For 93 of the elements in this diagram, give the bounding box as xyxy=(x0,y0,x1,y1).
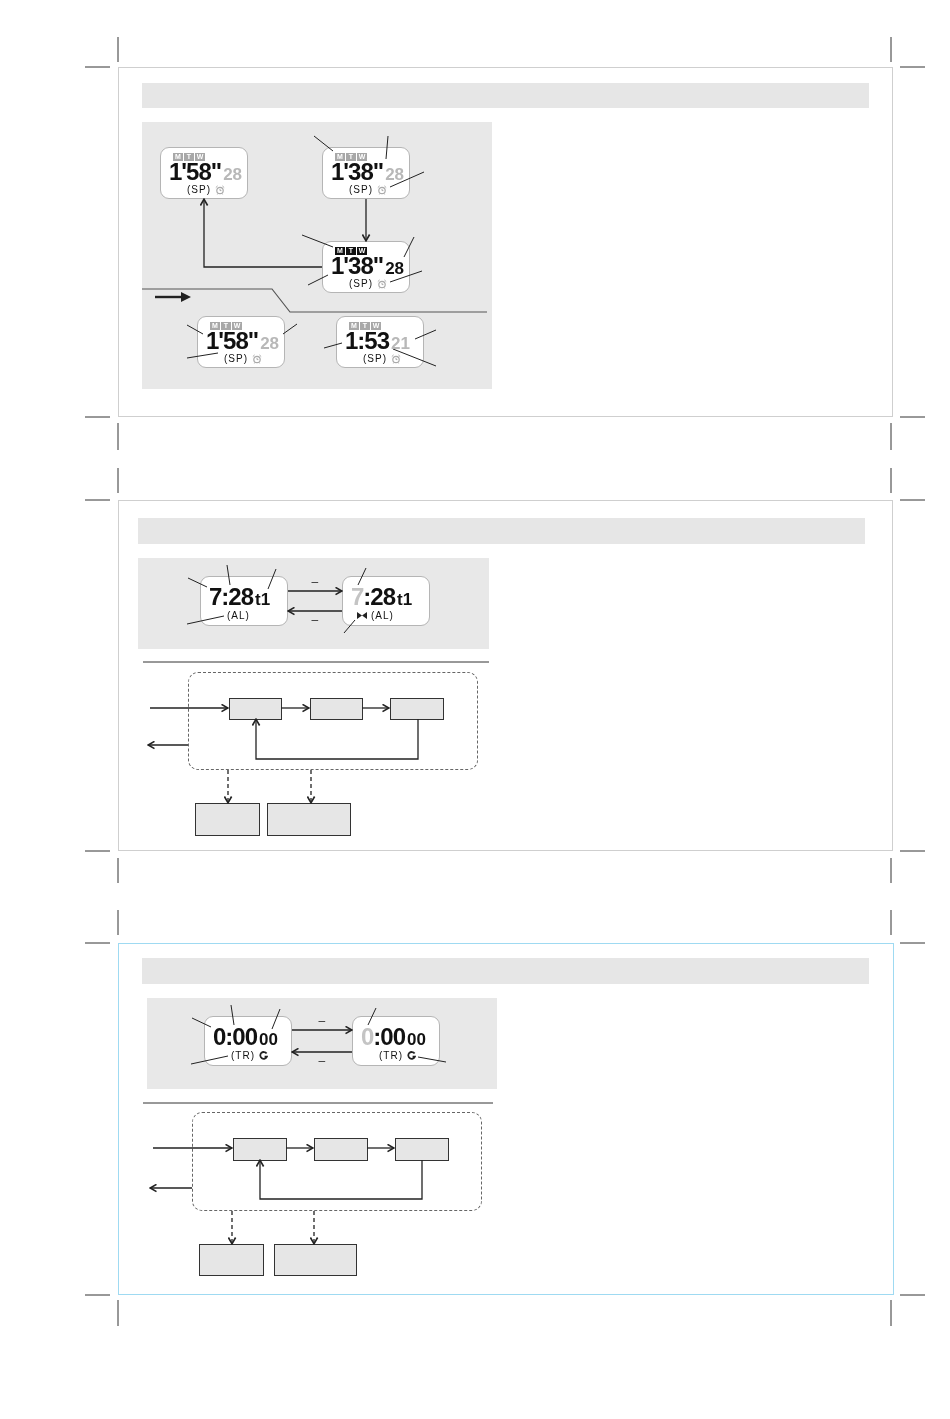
mode-label: (TR) xyxy=(379,1050,403,1061)
process-box xyxy=(233,1138,287,1161)
lcd-display xyxy=(352,1016,440,1066)
process-box xyxy=(229,698,282,720)
mode-label: (SP) xyxy=(349,278,373,289)
lcd-small-digits: 28 xyxy=(223,166,243,183)
arrow xyxy=(291,1025,353,1035)
leader-line xyxy=(282,323,298,335)
arrow xyxy=(285,1143,314,1153)
lcd-digits: 7:28 xyxy=(209,585,254,609)
lcd-display xyxy=(160,147,248,199)
lcd-small-digits: 28 xyxy=(385,260,405,277)
lcd-display xyxy=(342,576,430,626)
mode-label: (AL) xyxy=(227,610,250,621)
leader-line xyxy=(385,135,389,160)
leader-line xyxy=(191,1017,212,1028)
arrow xyxy=(361,703,390,713)
leader-line xyxy=(267,568,277,590)
arrow xyxy=(147,740,189,750)
arrow xyxy=(291,1047,353,1057)
dashed-arrow xyxy=(306,769,316,804)
process-box xyxy=(314,1138,368,1161)
arrow xyxy=(152,1143,233,1153)
dashed-group-box xyxy=(192,1112,482,1211)
arrow xyxy=(255,1159,423,1200)
leader-line xyxy=(186,352,219,359)
leader-line xyxy=(343,619,356,634)
lcd-small-digits: 21 xyxy=(391,335,410,352)
leader-line xyxy=(392,348,437,367)
arrow xyxy=(366,1143,395,1153)
process-box xyxy=(390,698,444,720)
dashed-group-box xyxy=(188,672,478,770)
lcd-display xyxy=(336,316,424,368)
dashed-arrow xyxy=(309,1210,319,1245)
process-box xyxy=(195,803,260,836)
arrow xyxy=(361,198,371,242)
leader-line xyxy=(414,329,437,340)
process-box xyxy=(395,1138,449,1161)
leader-line xyxy=(307,274,329,286)
leader-line xyxy=(313,135,334,152)
lcd-digits: 1'38" xyxy=(331,160,384,184)
mode-label: (SP) xyxy=(187,184,211,195)
leader-line xyxy=(226,564,231,586)
leader-line xyxy=(389,270,423,283)
leader-line xyxy=(301,234,334,248)
leader-line xyxy=(323,342,343,349)
lcd-digits: 7:28 xyxy=(351,585,396,609)
leader-line xyxy=(367,1007,377,1026)
lcd-digits: 0:00 xyxy=(213,1025,258,1049)
mode-label: (SP) xyxy=(224,353,248,364)
lcd-display xyxy=(204,1016,292,1066)
lcd-small-digits: 00 xyxy=(407,1031,426,1048)
process-box xyxy=(310,698,363,720)
lcd-small-digits: 00 xyxy=(259,1031,278,1048)
arrow xyxy=(287,606,343,616)
process-box xyxy=(199,1244,264,1276)
leader-line xyxy=(186,615,225,625)
lcd-small-digits: 28 xyxy=(260,335,280,352)
mode-label: (SP) xyxy=(349,184,373,195)
arrow xyxy=(149,703,229,713)
leader-line xyxy=(403,236,415,258)
lcd-display xyxy=(200,576,288,626)
lcd-digits: 1'58" xyxy=(169,160,222,184)
process-box xyxy=(274,1244,357,1276)
process-box xyxy=(267,803,351,836)
lcd-display xyxy=(322,147,410,199)
arrow xyxy=(287,586,343,596)
lcd-digits: 1'58" xyxy=(206,329,259,353)
lcd-digits: 1:53 xyxy=(345,329,390,353)
lcd-small-digits: 28 xyxy=(385,166,405,183)
mode-label: (SP) xyxy=(363,353,387,364)
lcd-display xyxy=(197,316,285,368)
lcd-digits: 0:00 xyxy=(361,1025,406,1049)
leader-line xyxy=(230,1004,235,1026)
arrow xyxy=(199,198,323,268)
dashed-arrow xyxy=(227,1210,237,1245)
leader-line xyxy=(187,577,208,588)
dashed-arrow xyxy=(223,769,233,804)
leader-line xyxy=(190,1055,229,1065)
arrow xyxy=(251,718,419,760)
lcd-display xyxy=(322,241,410,293)
lcd-small-digits: t1 xyxy=(397,591,413,608)
lcd-digits: 1'38" xyxy=(331,254,384,278)
lcd-small-digits: t1 xyxy=(255,591,271,608)
leader-line xyxy=(271,1008,281,1030)
leader-line xyxy=(186,324,204,335)
mode-label: (TR) xyxy=(231,1050,255,1061)
arrow xyxy=(149,1183,193,1193)
mode-label: (AL) xyxy=(371,610,394,621)
leader-line xyxy=(417,1056,447,1063)
leader-line xyxy=(357,567,367,586)
leader-line xyxy=(389,171,425,188)
arrow xyxy=(280,703,310,713)
